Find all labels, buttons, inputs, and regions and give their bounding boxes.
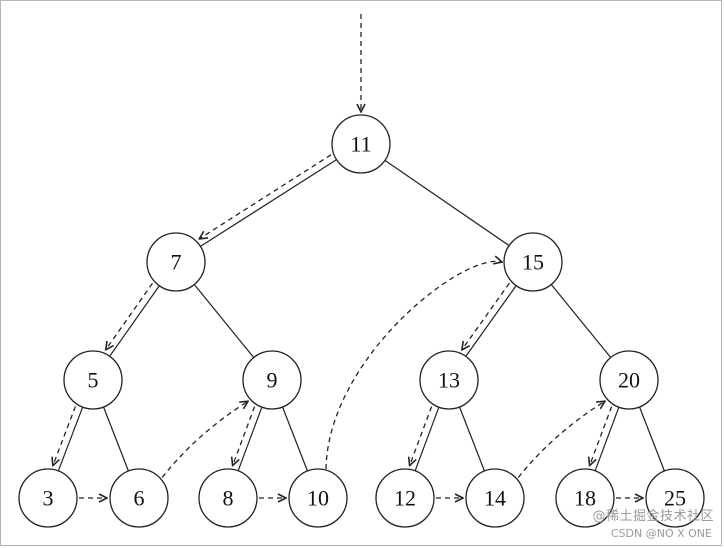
tree-node-14: 14	[465, 468, 525, 528]
traversal-arrow-n10-n15	[325, 261, 502, 470]
node-label: 15	[522, 250, 544, 275]
edge-n5-n6	[102, 406, 130, 472]
tree-node-15: 15	[503, 232, 563, 292]
watermark-text: @稀土掘金技术社区	[592, 509, 714, 524]
tree-node-10: 10	[288, 468, 348, 528]
node-label: 9	[267, 368, 278, 393]
node-circle	[503, 232, 563, 292]
node-label: 10	[307, 486, 329, 511]
traversal-arrow-n9-n8	[233, 406, 256, 466]
node-circle	[419, 350, 479, 410]
tree-node-6: 6	[109, 468, 169, 528]
node-label: 8	[223, 486, 234, 511]
tree-node-20: 20	[599, 350, 659, 410]
node-label: 14	[484, 486, 506, 511]
node-label: 12	[394, 486, 416, 511]
node-circle	[375, 468, 435, 528]
traversal-arrow-n6-n9	[161, 401, 248, 478]
node-circle	[109, 468, 169, 528]
node-circle	[146, 232, 206, 292]
traversal-arrow-n7-n5	[106, 282, 153, 349]
edge-n7-n5	[109, 285, 160, 357]
tree-node-8: 8	[198, 468, 258, 528]
traversal-arrows	[53, 14, 643, 498]
node-circle	[331, 114, 391, 174]
tree-node-11: 11	[331, 114, 391, 174]
edge-n13-n14	[458, 406, 486, 472]
node-circle	[18, 468, 78, 528]
tree-node-12: 12	[375, 468, 435, 528]
node-label: 13	[438, 368, 460, 393]
tree-node-9: 9	[242, 350, 302, 410]
node-label: 6	[134, 486, 145, 511]
edge-n13-n12	[414, 406, 440, 472]
node-label: 11	[350, 132, 371, 157]
edge-n20-n18	[594, 406, 620, 472]
node-label: 20	[618, 368, 640, 393]
node-circle	[288, 468, 348, 528]
traversal-arrow-n5-n3	[53, 406, 77, 465]
edge-n20-n25	[638, 406, 666, 472]
node-circle	[63, 350, 123, 410]
edge-n9-n8	[237, 406, 263, 472]
edge-n9-n10	[281, 406, 309, 472]
edge-n15-n13	[465, 285, 517, 357]
node-circle	[555, 468, 615, 528]
node-circle	[645, 468, 705, 528]
node-circle	[198, 468, 258, 528]
tree-node-3: 3	[18, 468, 78, 528]
node-circle	[599, 350, 659, 410]
node-circle	[465, 468, 525, 528]
tree-node-13: 13	[419, 350, 479, 410]
edge-n15-n20	[550, 284, 612, 358]
edge-n5-n3	[57, 406, 84, 472]
traversal-arrow-n15-n13	[462, 282, 510, 350]
node-label: 3	[43, 486, 54, 511]
node-label: 25	[664, 486, 686, 511]
edge-n11-n7	[200, 159, 337, 247]
tree-node-5: 5	[63, 350, 123, 410]
traversal-arrow-n14-n20	[517, 401, 605, 478]
tree-node-18: 18	[555, 468, 615, 528]
traversal-arrow-n11-n7	[199, 154, 332, 239]
edge-n7-n9	[193, 284, 255, 358]
node-label: 5	[88, 368, 99, 393]
credit-text: CSDN @NO X ONE	[610, 527, 712, 540]
traversal-arrow-n20-n18	[590, 406, 613, 466]
traversal-arrow-n13-n12	[410, 406, 433, 466]
node-label: 18	[574, 486, 596, 511]
tree-edges	[57, 159, 666, 472]
node-label: 7	[171, 250, 182, 275]
edge-n11-n15	[384, 159, 510, 247]
node-circle	[242, 350, 302, 410]
tree-node-25: 25	[645, 468, 705, 528]
tree-node-7: 7	[146, 232, 206, 292]
tree-nodes: 11 7 15 5 9 13 20 3 6 8 10 12 14 18 25	[18, 114, 705, 528]
